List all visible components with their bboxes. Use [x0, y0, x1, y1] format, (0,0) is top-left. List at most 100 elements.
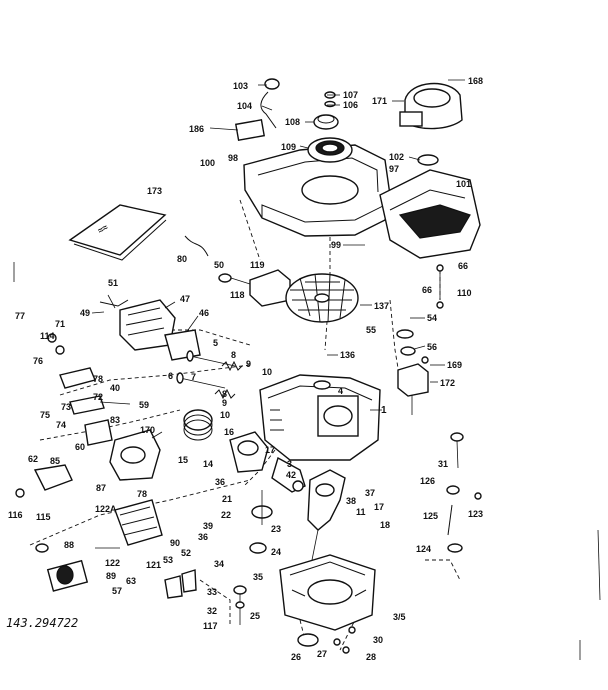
callout-10-upper: 10: [262, 367, 272, 377]
callout-6: 6: [168, 371, 173, 381]
connecting-rod: [271, 456, 306, 493]
callout-168: 168: [468, 76, 483, 86]
callout-169: 169: [447, 360, 462, 370]
callout-90: 90: [170, 538, 180, 548]
page-mark: 3/5: [393, 612, 406, 622]
callout-17-lower: 17: [374, 502, 384, 512]
callout-71: 71: [55, 319, 65, 329]
callout-51: 51: [108, 278, 118, 288]
fuel-tank: [379, 154, 481, 259]
callout-47: 47: [180, 294, 190, 304]
callout-83: 83: [110, 415, 120, 425]
callout-110: 110: [457, 288, 472, 298]
callout-36-lower: 36: [198, 532, 208, 542]
callout-22: 22: [221, 510, 231, 520]
callout-9-upper: 9: [246, 359, 251, 369]
callout-122: 122: [105, 558, 120, 568]
flywheel: [285, 273, 359, 323]
callout-108: 108: [285, 117, 300, 127]
callout-34: 34: [214, 559, 224, 569]
governor-parts: [233, 585, 247, 625]
callout-63: 63: [126, 576, 136, 586]
ignition-armature: [218, 269, 291, 307]
callout-115: 115: [36, 512, 51, 522]
callout-21: 21: [222, 494, 232, 504]
callout-38: 38: [346, 496, 356, 506]
callout-85: 85: [50, 456, 60, 466]
callout-9-lower: 9: [222, 398, 227, 408]
callout-126: 126: [420, 476, 435, 486]
callout-123: 123: [468, 509, 483, 519]
piston-assembly: [183, 409, 269, 473]
callout-49: 49: [80, 308, 90, 318]
callout-50: 50: [214, 260, 224, 270]
callout-24: 24: [271, 547, 281, 557]
mounting-bracket: [15, 464, 73, 498]
callout-114: 114: [40, 331, 55, 341]
callout-74: 74: [56, 420, 66, 430]
callout-7: 7: [191, 372, 196, 382]
callout-78-lower: 78: [137, 489, 147, 499]
callout-101: 101: [456, 179, 471, 189]
callout-171: 171: [372, 96, 387, 106]
callout-107: 107: [343, 90, 358, 100]
callout-55: 55: [366, 325, 376, 335]
callout-73: 73: [61, 402, 71, 412]
callout-170: 170: [140, 425, 155, 435]
callout-54: 54: [427, 313, 437, 323]
callout-30: 30: [373, 635, 383, 645]
callout-57: 57: [112, 586, 122, 596]
callout-53: 53: [163, 555, 173, 565]
callout-104: 104: [237, 101, 252, 111]
callout-99: 99: [331, 240, 341, 250]
parts-drawing: ≈≈: [13, 78, 601, 660]
callout-106: 106: [343, 100, 358, 110]
callout-14: 14: [203, 459, 213, 469]
callout-28: 28: [366, 652, 376, 662]
callout-124: 124: [416, 544, 431, 554]
callout-119: 119: [250, 260, 265, 270]
callout-66-top: 66: [458, 261, 468, 271]
small-brackets: [164, 569, 197, 599]
callout-87: 87: [96, 483, 106, 493]
callout-42: 42: [286, 470, 296, 480]
scan-edge-marks: [13, 262, 601, 660]
callout-39: 39: [203, 521, 213, 531]
callout-23: 23: [271, 524, 281, 534]
valve-set: [176, 350, 243, 400]
callout-17-upper: 17: [265, 445, 275, 455]
callout-35: 35: [253, 572, 263, 582]
breather-assembly: [47, 333, 131, 415]
callout-11: 11: [356, 507, 366, 517]
callout-97: 97: [389, 164, 399, 174]
callout-102: 102: [389, 152, 404, 162]
cylinder-block: [259, 374, 381, 461]
callout-76: 76: [33, 356, 43, 366]
callout-33: 33: [207, 587, 217, 597]
callout-3: 3: [287, 459, 292, 469]
callout-26: 26: [291, 652, 301, 662]
callout-60: 60: [75, 442, 85, 452]
callout-16: 16: [224, 427, 234, 437]
callout-173: 173: [147, 186, 162, 196]
fuel-pump: [397, 356, 429, 415]
callout-80: 80: [177, 254, 187, 264]
callout-116: 116: [8, 510, 23, 520]
callout-37: 37: [365, 488, 375, 498]
callout-5: 5: [213, 338, 218, 348]
callout-27: 27: [317, 649, 327, 659]
callout-62: 62: [28, 454, 38, 464]
muffler: [95, 499, 163, 549]
callout-117: 117: [203, 621, 218, 631]
callout-125: 125: [423, 511, 438, 521]
control-knob: [234, 78, 280, 141]
owners-manual: ≈≈: [68, 204, 167, 261]
fuel-line: [396, 264, 444, 356]
callout-59: 59: [139, 400, 149, 410]
callout-52: 52: [181, 548, 191, 558]
callout-4: 4: [338, 386, 343, 396]
carburetor: [84, 419, 161, 481]
manual-cover-text: ≈≈: [96, 222, 110, 236]
callout-40: 40: [110, 383, 120, 393]
electric-starter: [35, 543, 89, 592]
